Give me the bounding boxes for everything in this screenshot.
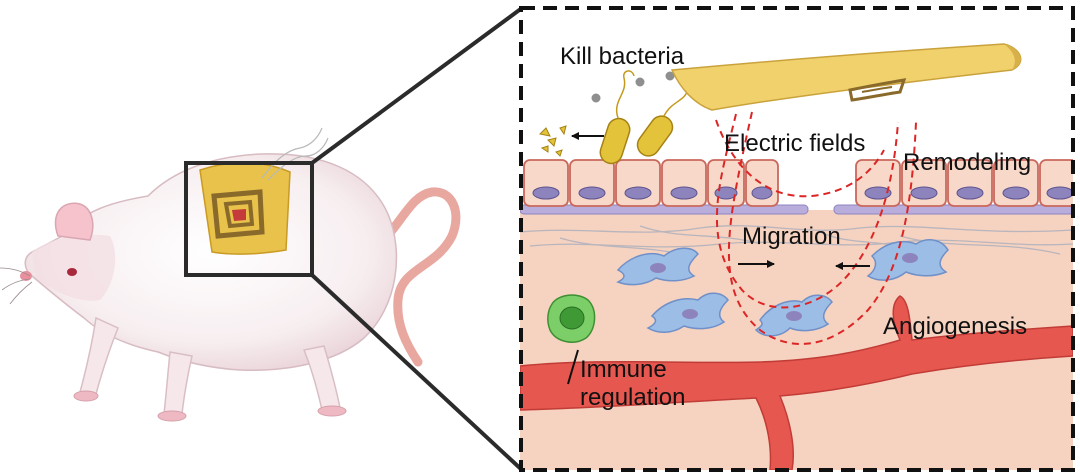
rat-head [32,234,116,301]
patch-strip [670,43,1022,111]
bacteria-icon [599,115,674,165]
blood-vessel-icon [520,295,1073,470]
electric-field-lines [715,111,917,345]
zoom-region-box [184,161,314,277]
angiogenesis-label: Angiogenesis [883,313,1028,340]
fibroblast-nuclei [650,253,918,321]
immune-pointer [567,349,579,385]
electric-fields-label: Electric fields [724,130,866,157]
rat-body [24,153,398,371]
immune-cell-icon [547,294,596,343]
tissue-inset [520,8,1073,470]
zoom-connector-top [310,6,524,165]
rat-tail [367,187,461,367]
epithelium-right-nuclei [864,186,1073,200]
kill-bacteria-label: Kill bacteria [560,43,685,70]
remodeling-label: Remodeling [903,149,1032,176]
rat-illustration [0,127,461,422]
zoom-connector-bottom [310,273,524,472]
collagen-fibers [520,225,1073,257]
epithelium-left-nuclei [532,186,773,200]
rat-whiskers [0,267,33,305]
immune-label-line2: regulation [580,384,686,411]
inset-frame [519,6,1075,472]
rat-nose [20,271,32,281]
rat-feet [73,390,347,422]
immune-regulation-label: Immune regulation [580,356,685,412]
bacteria-debris [538,125,567,157]
rat-ear [54,202,94,241]
patch-wires [261,127,329,181]
immune-label-line1: Immune [580,356,667,383]
migration-label: Migration [742,223,841,250]
particles [591,71,675,103]
rat-eye [67,268,77,276]
epithelium-left [523,159,779,207]
patch-device [199,162,291,255]
